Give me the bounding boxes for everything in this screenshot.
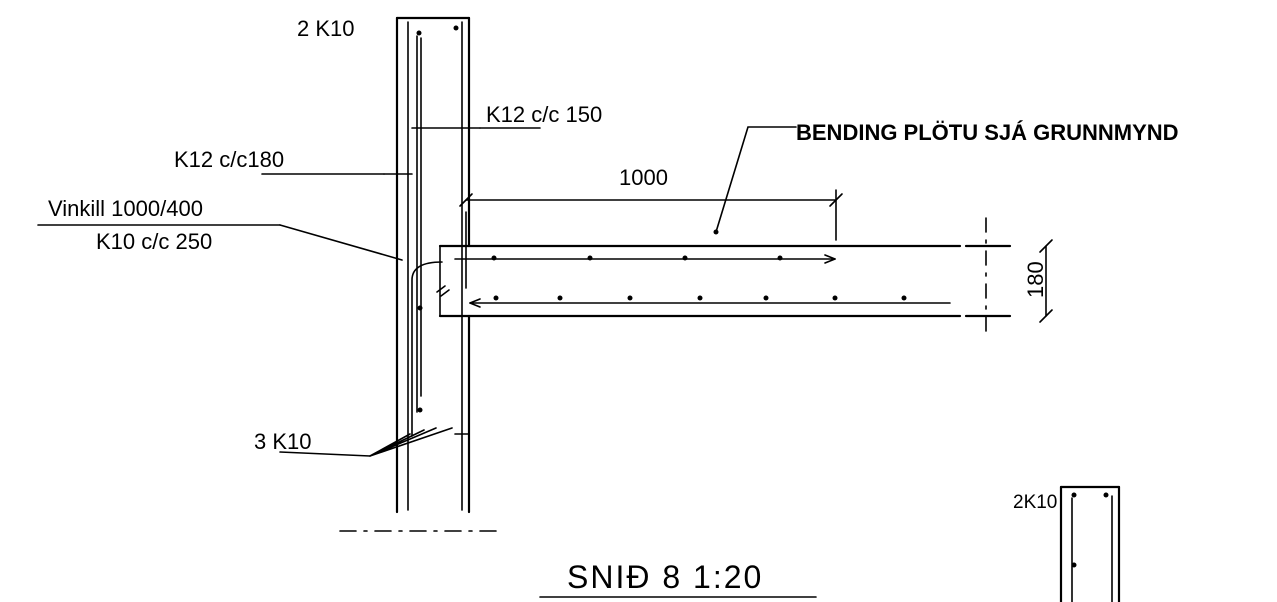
- dimension-length: [459, 189, 843, 289]
- slab: [438, 217, 1012, 336]
- secondary-detail: [1059, 485, 1121, 602]
- label-top-bars: 2 K10: [297, 16, 355, 41]
- leaders: [37, 126, 797, 457]
- wall: [395, 16, 471, 514]
- label-angle-bar: Vinkill 1000/400: [48, 196, 203, 221]
- dimension-thickness: [1039, 239, 1053, 323]
- label-bottom-bars: 3 K10: [254, 429, 312, 454]
- label-side-bars: 2K10: [1013, 492, 1057, 513]
- label-angle-spacing: K10 c/c 250: [96, 229, 212, 254]
- wall-rebar: [411, 25, 459, 437]
- label-slab-note: BENDING PLÖTU SJÁ GRUNNMYND: [796, 120, 1179, 145]
- label-stirrups: K12 c/c 150: [486, 102, 602, 127]
- label-dim-thickness: 180: [1023, 261, 1048, 298]
- label-dim-length: 1000: [619, 165, 668, 190]
- label-wall-bars: K12 c/c180: [174, 147, 284, 172]
- section-title: SNIÐ 8 1:20: [567, 559, 763, 595]
